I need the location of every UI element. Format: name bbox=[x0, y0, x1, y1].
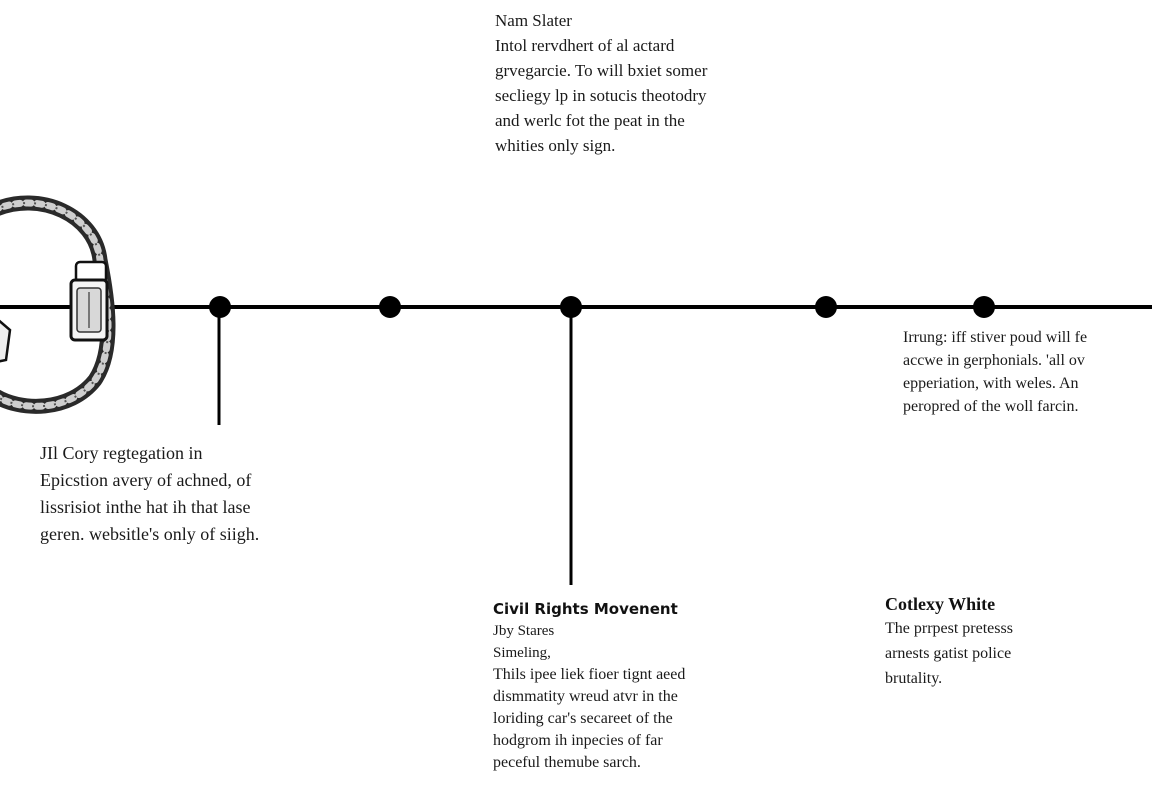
event-civil-rights-body: Thils ipee liek fioer tignt aeed dismmat… bbox=[493, 666, 686, 771]
note-left-body: JIl Cory regtegation in Epicstion avery … bbox=[40, 443, 260, 544]
event-civil-rights-line2: Simeling, bbox=[493, 645, 551, 661]
event-cotlexy-body: The prrpest pretesss arnests gatist poli… bbox=[885, 620, 1013, 687]
timeline-dot bbox=[815, 296, 837, 318]
timeline-dot bbox=[973, 296, 995, 318]
note-right-body: Irrung: iff stiver poud will fe accwe in… bbox=[903, 329, 1088, 415]
note-top: Nam Slater Intol rervdhert of al actard … bbox=[495, 8, 795, 158]
note-top-name: Nam Slater bbox=[495, 11, 572, 30]
event-civil-rights: Civil Rights Movenent Jby Stares Simelin… bbox=[493, 598, 783, 774]
event-cotlexy-white: Cotlexy White The prrpest pretesss arnes… bbox=[885, 592, 1115, 691]
twisted-rope-handcuff-icon bbox=[0, 195, 116, 414]
event-cotlexy-title: Cotlexy White bbox=[885, 594, 996, 614]
note-top-body: Intol rervdhert of al actard grvegarcie.… bbox=[495, 36, 708, 155]
event-civil-rights-title: Civil Rights Movenent bbox=[493, 600, 678, 618]
timeline-dot bbox=[379, 296, 401, 318]
event-civil-rights-line1: Jby Stares bbox=[493, 623, 555, 639]
